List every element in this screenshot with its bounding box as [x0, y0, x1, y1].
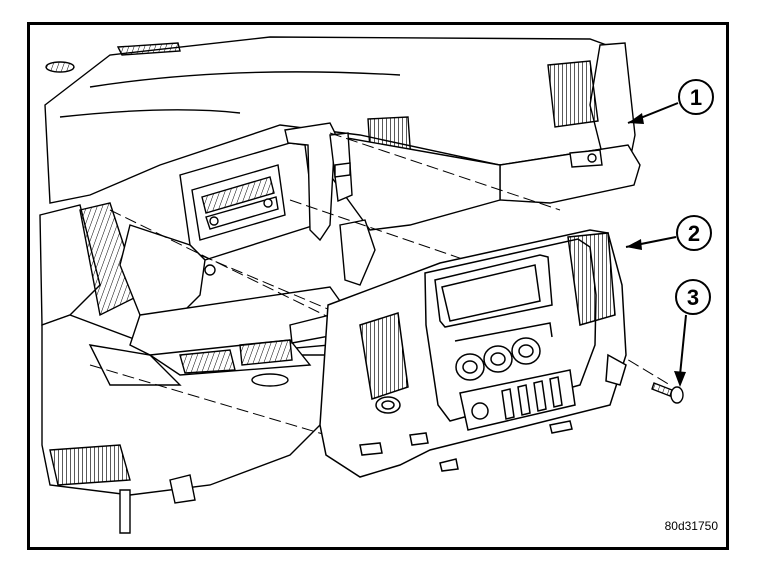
center-bezel: [319, 229, 627, 478]
callout-1-label: 1: [690, 85, 702, 110]
screw: [651, 382, 684, 404]
callout-3-label: 3: [687, 285, 699, 310]
hvac-knobs: [454, 322, 553, 381]
instrument-panel: [39, 36, 641, 534]
figure-id: 80d31750: [664, 519, 718, 533]
radio-unit: [191, 164, 286, 241]
diagram-frame: 1 2 3 80d31750: [27, 22, 729, 550]
switch-bank: [459, 369, 576, 431]
exploded-view-illustration: 1 2 3: [39, 36, 714, 534]
callout-3: 3: [674, 279, 711, 387]
callout-1: 1: [627, 79, 714, 124]
callout-2: 2: [625, 215, 712, 251]
callout-2-label: 2: [688, 221, 700, 246]
